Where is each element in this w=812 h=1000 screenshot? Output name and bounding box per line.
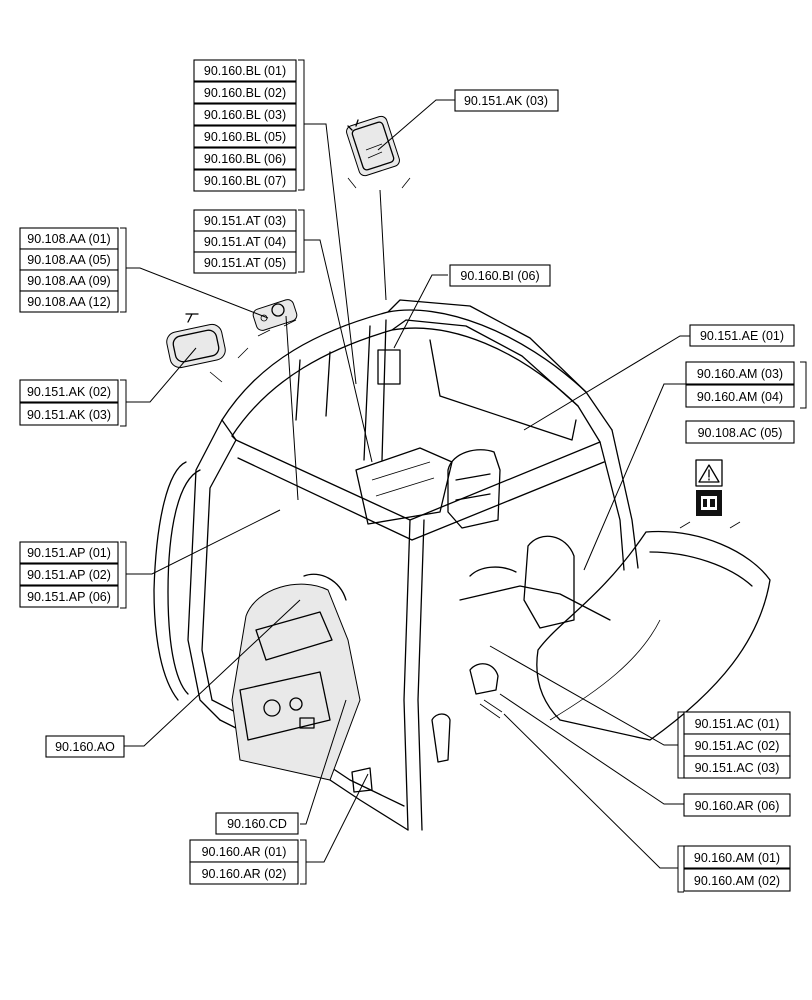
label-group-ak-top: 90.151.AK (03) [454,89,559,112]
part-label: 90.151.AE (01) [700,329,784,343]
part-label: 90.160.BL (01) [204,64,286,78]
part-label: 90.151.AC (01) [695,717,780,731]
part-label: 90.151.AT (03) [204,214,286,228]
part-label: 90.108.AA (01) [27,232,110,246]
part-label: 90.160.CD [227,817,287,831]
leader-lines [120,59,807,893]
part-label: 90.108.AA (09) [27,274,110,288]
label-box [19,379,119,403]
dashboard-steering [231,573,361,781]
part-label: 90.151.AP (01) [27,546,111,560]
label-box [683,845,791,869]
label-group-ar-bottom: 90.160.AR (01) 90.160.AR (02) [189,839,299,885]
rear-mirror-top [346,115,411,189]
label-box [683,793,791,817]
part-label: 90.160.BI (06) [460,269,539,283]
label-group-ak-left: 90.151.AK (02) 90.151.AK (03) [19,379,119,426]
label-box [685,384,795,408]
label-group-am-top: 90.160.AM (03) 90.160.AM (04) [685,361,795,408]
cab-frame [153,299,639,831]
part-label: 90.160.AR (02) [202,867,287,881]
part-label: 90.160.AM (03) [697,367,783,381]
fender-right [536,530,771,741]
label-box [19,585,119,608]
label-box [683,755,791,779]
label-group-bl: 90.160.BL (01) 90.160.BL (02) 90.160.BL … [193,59,297,192]
part-label: 90.151.AT (05) [204,256,286,270]
operator-manual-icon [696,490,722,516]
part-label: 90.151.AP (02) [27,568,111,582]
label-box [193,125,297,148]
seat-console [355,447,611,629]
label-box [683,868,791,892]
label-box [193,251,297,274]
label-box [193,147,297,170]
label-box [685,420,795,444]
part-label: 90.108.AC (05) [698,426,783,440]
label-group-ar06: 90.160.AR (06) [683,793,791,817]
label-group-ae: 90.151.AE (01) [689,324,795,347]
part-label: 90.151.AP (06) [27,590,111,604]
label-group-at: 90.151.AT (03) 90.151.AT (04) 90.151.AT … [193,209,297,274]
label-box [189,861,299,885]
side-mirror-left [166,313,249,383]
label-box [19,563,119,586]
part-label: 90.151.AK (03) [464,94,548,108]
label-group-ac-bottom: 90.151.AC (01) 90.151.AC (02) 90.151.AC … [683,711,791,779]
part-label: 90.151.AK (02) [27,385,111,399]
warning-triangle-icon [695,459,723,487]
label-group-ap: 90.151.AP (01) 90.151.AP (02) 90.151.AP … [19,541,119,608]
floor-parts [351,663,503,793]
dome-light [252,299,298,337]
part-label: 90.160.AM (02) [694,874,780,888]
label-box [689,324,795,347]
label-boxes: 90.160.BL (01) 90.160.BL (02) 90.160.BL … [19,59,795,892]
label-box [454,89,559,112]
part-label: 90.160.AO [55,740,115,754]
part-label: 90.160.BL (06) [204,152,286,166]
label-box [19,541,119,564]
part-label: 90.151.AC (03) [695,761,780,775]
label-box [685,361,795,385]
label-box [19,402,119,426]
label-box [215,812,299,835]
part-label: 90.108.AA (12) [27,295,110,309]
part-label: 90.160.BL (05) [204,130,286,144]
label-box [193,103,297,126]
part-label: 90.160.AR (01) [202,845,287,859]
label-group-am-bottom: 90.160.AM (01) 90.160.AM (02) [683,845,791,892]
label-box [193,81,297,104]
part-label: 90.160.BL (03) [204,108,286,122]
label-group-cd: 90.160.CD [215,812,299,835]
part-label: 90.160.AM (04) [697,390,783,404]
label-box [193,169,297,192]
label-box [45,735,125,758]
part-label: 90.160.BL (02) [204,86,286,100]
part-label: 90.151.AK (03) [27,408,111,422]
part-label: 90.160.AM (01) [694,851,780,865]
label-group-ac-top: 90.108.AC (05) [685,420,795,444]
part-label: 90.160.AR (06) [695,799,780,813]
part-label: 90.151.AT (04) [204,235,286,249]
label-box [193,59,297,82]
label-group-ao: 90.160.AO [45,735,125,758]
label-box [19,290,119,313]
label-group-aa: 90.108.AA (01) 90.108.AA (05) 90.108.AA … [19,227,119,313]
part-label: 90.160.BL (07) [204,174,286,188]
label-group-bi: 90.160.BI (06) [449,264,551,287]
part-label: 90.108.AA (05) [27,253,110,267]
label-box [449,264,551,287]
part-label: 90.151.AC (02) [695,739,780,753]
